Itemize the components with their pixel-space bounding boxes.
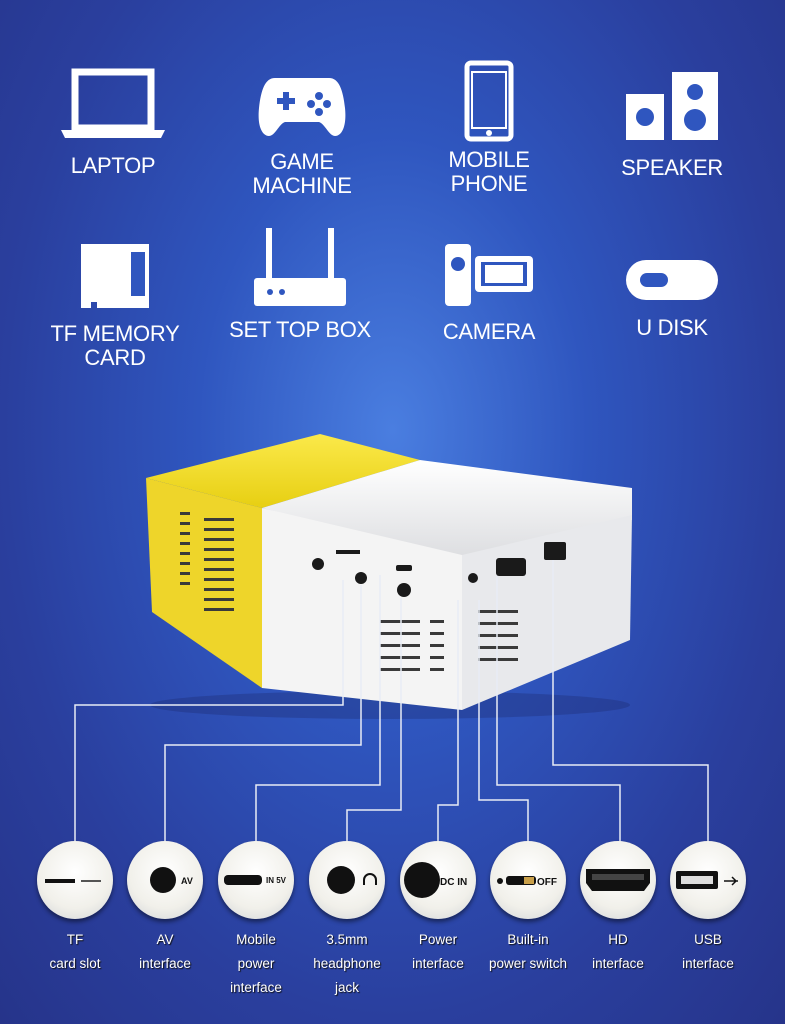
device-label: SET TOP BOX (229, 317, 371, 342)
port-mark: AV (181, 876, 193, 886)
vent-front (380, 610, 518, 671)
port-hd (580, 841, 656, 919)
port-av: AV (127, 841, 203, 919)
port-label: Built-in power switch (488, 932, 568, 971)
port-mark: OFF (537, 877, 557, 888)
port-label: USB interface (682, 932, 734, 971)
mobile-phone-icon (464, 60, 514, 142)
port-label: 3.5mm headphone jack (313, 932, 381, 995)
device-camera: CAMERA (394, 242, 584, 344)
tf-slot-icon (45, 879, 101, 883)
device-laptop: LAPTOP (18, 68, 208, 178)
micro-usb-icon: IN 5V (224, 875, 287, 885)
camera-icon (445, 244, 533, 306)
port-mark: DC IN (440, 877, 467, 888)
device-label: CAMERA (442, 319, 536, 344)
device-label: LAPTOP (70, 153, 156, 178)
device-speaker: SPEAKER (577, 70, 767, 180)
hdmi-icon (586, 869, 650, 891)
port-label: HD interface (592, 932, 644, 971)
projector-ports (312, 542, 566, 597)
headphone-jack-icon (327, 866, 377, 894)
usb-port-icon (676, 871, 738, 889)
device-u-disk: U DISK (577, 258, 767, 340)
vent-left (180, 512, 234, 611)
device-game-machine: GAME MACHINE (207, 70, 397, 198)
port-tf-card-slot (37, 841, 113, 919)
device-label: U DISK (636, 315, 708, 340)
port-power-switch: OFF (490, 841, 566, 919)
power-switch-icon: OFF (497, 876, 557, 888)
port-power: DC IN (400, 841, 476, 919)
memory-card-icon (81, 244, 149, 308)
dc-in-icon: DC IN (404, 862, 467, 898)
port-usb (670, 841, 746, 919)
port-headphone-jack (309, 841, 385, 919)
device-label: GAME MACHINE (252, 149, 352, 198)
speaker-icon (626, 72, 718, 140)
device-label: MOBILE PHONE (448, 147, 530, 196)
usb-disk-icon (626, 260, 718, 300)
gamepad-icon (258, 78, 346, 136)
port-label: TF card slot (49, 932, 101, 971)
device-label: TF MEMORY CARD (50, 321, 180, 370)
device-tf-memory-card: TF MEMORY CARD (20, 242, 210, 370)
av-jack-icon: AV (150, 867, 193, 893)
port-mobile-power: IN 5V (218, 841, 294, 919)
port-label: AV interface (139, 932, 191, 971)
port-label: Mobile power interface (230, 932, 282, 995)
connector-lines (74, 560, 709, 845)
device-label: SPEAKER (621, 155, 723, 180)
laptop-icon (61, 68, 165, 138)
port-label: Power interface (412, 932, 464, 971)
device-mobile-phone: MOBILE PHONE (394, 60, 584, 196)
set-top-box-icon (254, 228, 346, 306)
port-mark: IN 5V (266, 876, 287, 885)
device-set-top-box: SET TOP BOX (205, 226, 395, 342)
